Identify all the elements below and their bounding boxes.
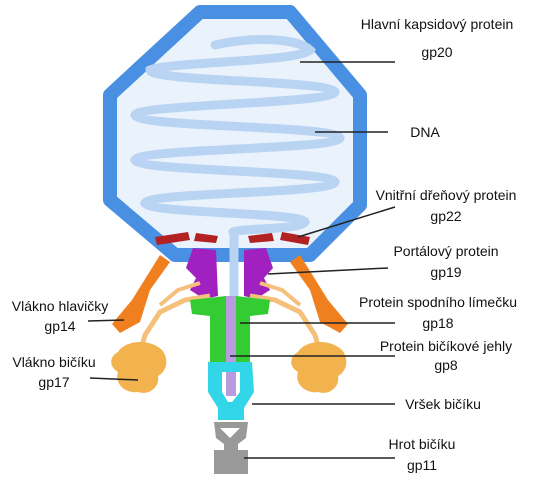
label-lower-collar-name: Protein spodního límečku bbox=[344, 294, 532, 311]
label-lower-collar-code: gp18 bbox=[344, 315, 532, 332]
label-tail-tip: Vršek bičíku bbox=[395, 396, 491, 413]
tail-spike-neck bbox=[224, 440, 238, 452]
label-tail-spike: Hrot bičíku gp11 bbox=[372, 436, 472, 474]
label-tail-tip-name: Vršek bičíku bbox=[395, 396, 491, 413]
label-tail-fiber: Vlákno bičíku gp17 bbox=[4, 354, 104, 391]
label-capsid: Hlavní kapsidový protein gp20 bbox=[344, 16, 530, 61]
label-head-fiber-code: gp14 bbox=[4, 318, 116, 335]
label-portal-name: Portálový protein bbox=[380, 243, 512, 260]
head-fiber-left bbox=[112, 255, 170, 333]
label-head-fiber: Vlákno hlavičky gp14 bbox=[4, 298, 116, 335]
label-portal: Portálový protein gp19 bbox=[380, 243, 512, 281]
collar-left bbox=[190, 296, 226, 362]
label-inner-core: Vnitřní dřeňový protein gp22 bbox=[360, 187, 532, 225]
label-inner-core-name: Vnitřní dřeňový protein bbox=[360, 187, 532, 204]
label-tail-needle-code: gp8 bbox=[360, 357, 532, 374]
label-tail-needle: Protein bičíkové jehly gp8 bbox=[360, 338, 532, 374]
head-fiber-right bbox=[290, 255, 348, 333]
label-tail-fiber-name: Vlákno bičíku bbox=[4, 354, 104, 371]
label-portal-code: gp19 bbox=[380, 264, 512, 281]
label-capsid-name: Hlavní kapsidový protein bbox=[344, 16, 530, 33]
label-tail-needle-name: Protein bičíkové jehly bbox=[360, 338, 532, 355]
label-lower-collar: Protein spodního límečku gp18 bbox=[344, 294, 532, 332]
label-head-fiber-name: Vlákno hlavičky bbox=[4, 298, 116, 315]
tail-spike-base bbox=[214, 450, 248, 474]
label-dna-name: DNA bbox=[395, 124, 455, 141]
label-dna: DNA bbox=[395, 124, 455, 141]
label-tail-spike-name: Hrot bičíku bbox=[372, 436, 472, 453]
portal-left bbox=[186, 248, 218, 299]
label-capsid-code: gp20 bbox=[344, 44, 530, 61]
collar-right bbox=[236, 296, 270, 362]
label-tail-fiber-code: gp17 bbox=[4, 374, 104, 391]
tail-needle bbox=[226, 296, 236, 396]
tail-fiber-left-blob bbox=[111, 342, 166, 393]
tail-fiber-right-blob bbox=[291, 342, 346, 393]
label-inner-core-code: gp22 bbox=[360, 208, 532, 225]
label-tail-spike-code: gp11 bbox=[372, 457, 472, 474]
